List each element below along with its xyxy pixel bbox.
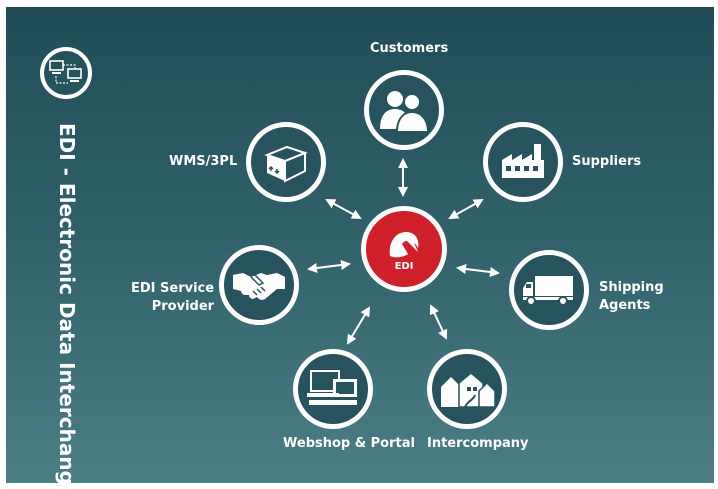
edi-logo-icon [389,232,419,258]
webshop-label: Webshop & Portal [283,436,415,451]
wms-node [246,122,326,202]
edi-center-label: EDI [394,261,414,272]
suppliers-node [483,122,563,202]
customers-label: Customers [370,41,449,56]
suppliers-label: Suppliers [572,154,642,169]
arrow-edi-service [307,260,351,273]
arrow-shipping [456,264,500,277]
shipping-label: Shipping Agents [599,279,664,315]
arrow-suppliers [448,199,484,219]
edi-service-label-line2: Provider [151,299,215,314]
customers-icon [380,91,430,133]
shipping-node [509,250,589,330]
factory-icon [502,144,544,178]
arrow-intercompany [429,304,448,340]
edi-center-node: EDI [361,206,447,292]
edi-service-label: EDI Service Provider [131,280,214,316]
wms-label: WMS/3PL [169,154,238,169]
shipping-label-line2: Agents [599,298,651,313]
webshop-node [293,349,373,429]
edi-service-label-line1: EDI Service [131,281,215,296]
houses-icon [441,372,495,408]
customers-node [364,70,444,150]
arrow-webshop [346,306,371,345]
arrow-wms [325,199,362,219]
computers-network-icon [40,47,92,99]
connection-arrows [307,158,500,345]
diagram-panel: EDI - Electronic Data Interchange Custom… [6,7,714,483]
shipping-label-line1: Shipping [599,280,664,295]
truck-icon [523,276,573,306]
intercompany-node [427,349,507,429]
edi-service-node [219,245,299,325]
intercompany-label: Intercompany [427,436,529,451]
handshake-icon [233,273,285,300]
computer-icon [307,370,357,405]
box-icon [264,145,308,183]
